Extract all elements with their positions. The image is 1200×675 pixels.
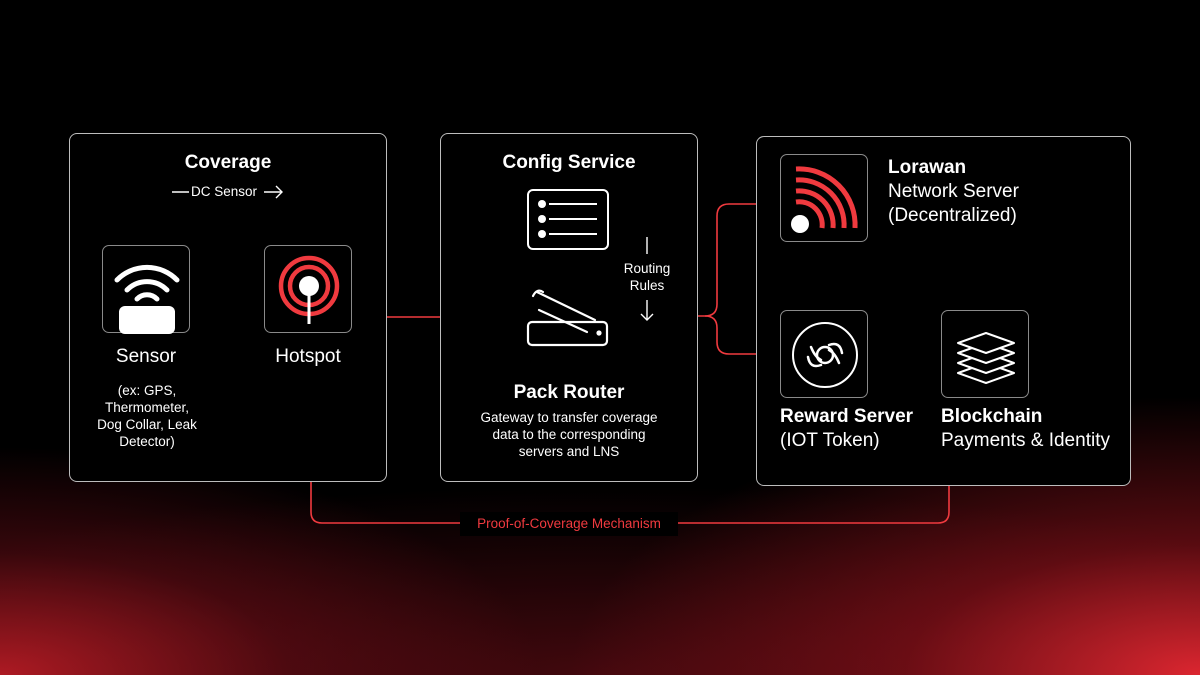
pack-router-desc-line: Gateway to transfer coverage (480, 410, 658, 425)
pack-router-desc: Gateway to transfer coverage data to the… (445, 409, 693, 460)
blockchain-tile (941, 310, 1029, 398)
routing-rules-line: Routing (623, 261, 671, 276)
blockchain-title: Blockchain (941, 406, 1043, 427)
routing-rules-label: Routing Rules (612, 260, 682, 294)
dc-sensor-indicator: DC Sensor (172, 183, 292, 201)
blockchain-subtitle: Payments & Identity (941, 430, 1110, 451)
coverage-title: Coverage (184, 152, 272, 173)
lorawan-subtitle-2: (Decentralized) (888, 205, 1017, 226)
sensor-example-line: Dog Collar, Leak (97, 417, 197, 432)
sensor-examples: (ex: GPS, Thermometer, Dog Collar, Leak … (72, 382, 222, 450)
pack-router-desc-line: data to the corresponding (492, 427, 646, 442)
dc-sensor-label: DC Sensor (191, 184, 258, 199)
dc-sensor-arrow (172, 185, 283, 199)
sensor-example-line: (ex: GPS, (117, 383, 177, 398)
hotspot-icon (278, 255, 340, 324)
reward-coin-icon (792, 322, 858, 388)
sensor-example-line: Detector) (119, 434, 175, 449)
pack-router-desc-line: servers and LNS (518, 444, 620, 459)
lorawan-signal-icon (791, 166, 858, 233)
config-to-reward-arrow (704, 315, 774, 354)
routing-rules-line: Rules (629, 278, 665, 293)
pack-router-title: Pack Router (513, 382, 625, 403)
list-icon (527, 189, 609, 250)
reward-subtitle: (IOT Token) (780, 430, 880, 451)
routing-arrow (640, 237, 654, 321)
reward-title: Reward Server (780, 406, 914, 427)
wifi-sensor-icon (114, 264, 180, 334)
config-title: Config Service (502, 152, 636, 173)
sensor-label: Sensor (115, 346, 177, 367)
config-to-lorawan-arrow (667, 204, 774, 317)
blockchain-layers-icon (957, 332, 1015, 384)
proof-of-coverage-label: Proof-of-Coverage Mechanism (460, 512, 678, 536)
hotspot-label: Hotspot (275, 346, 341, 367)
hotspot-tile (264, 245, 352, 333)
router-icon (526, 289, 609, 347)
lorawan-tile (780, 154, 868, 242)
reward-tile (780, 310, 868, 398)
sensor-tile (102, 245, 190, 334)
sensor-example-line: Thermometer, (104, 400, 190, 415)
lorawan-title: Lorawan (888, 157, 967, 178)
lorawan-subtitle-1: Network Server (888, 181, 1019, 202)
